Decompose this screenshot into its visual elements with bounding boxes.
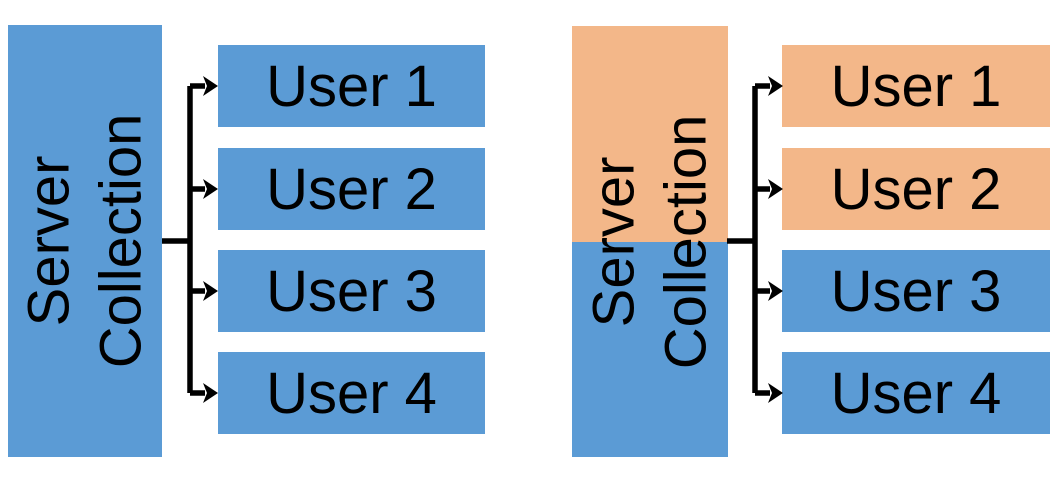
arrowhead-icon <box>203 179 218 199</box>
user-box-label: User 1 <box>266 53 437 119</box>
connector-left <box>162 76 218 403</box>
user-box: User 1 <box>782 45 1050 127</box>
user-box: User 2 <box>782 148 1050 230</box>
arrowhead-icon <box>768 281 783 301</box>
arrowhead-icon <box>768 179 783 199</box>
arrowhead-icon <box>768 76 783 96</box>
server-collection-box: Server Collection <box>572 26 728 457</box>
server-box-top-half <box>572 26 728 242</box>
arrowhead-icon <box>203 383 218 403</box>
arrowhead-icon <box>203 76 218 96</box>
user-box: User 2 <box>218 148 485 230</box>
server-label-line2: Collection <box>653 114 718 369</box>
server-label-line1: Server <box>16 155 82 327</box>
user-box: User 1 <box>218 45 485 127</box>
connector-right <box>727 76 783 403</box>
server-label-line2: Collection <box>88 113 153 369</box>
server-collection-label: Server Collection <box>13 114 157 369</box>
server-box-top-half <box>8 25 162 241</box>
arrowhead-icon <box>203 281 218 301</box>
arrowhead-icon <box>768 383 783 403</box>
server-box-bottom-half <box>8 241 162 457</box>
user-box: User 3 <box>218 250 485 332</box>
user-box-label: User 3 <box>266 258 437 324</box>
user-box-label: User 2 <box>830 156 1002 222</box>
user-box-label: User 1 <box>830 53 1002 119</box>
user-box-label: User 3 <box>830 258 1002 324</box>
server-label-line1: Server <box>581 156 647 327</box>
user-box: User 3 <box>782 250 1050 332</box>
server-collection-box: Server Collection <box>8 25 162 457</box>
server-box-bottom-half <box>572 241 728 457</box>
user-box: User 4 <box>782 352 1050 434</box>
user-box-label: User 4 <box>266 360 437 426</box>
user-box: User 4 <box>218 352 485 434</box>
user-box-label: User 2 <box>266 156 437 222</box>
server-collection-label: Server Collection <box>578 114 722 369</box>
user-box-label: User 4 <box>830 360 1002 426</box>
